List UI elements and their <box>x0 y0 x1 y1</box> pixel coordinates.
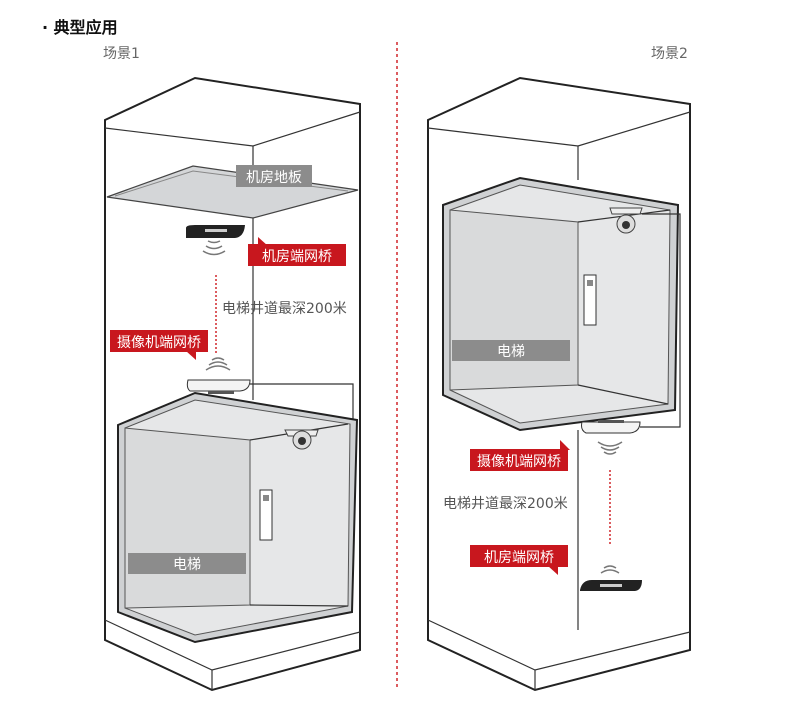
room-bridge-label-2: 机房端网桥 <box>484 550 554 566</box>
room-bridge-device-1 <box>186 225 245 238</box>
camera-bridge-label-1: 摄像机端网桥 <box>117 335 201 351</box>
wireless-icon <box>597 441 623 455</box>
floor-label-bg <box>236 165 312 187</box>
depth-label-2: 电梯井道最深200米 <box>443 496 568 512</box>
camera-bridge-device-2 <box>581 420 641 434</box>
camera-bridge-device-1 <box>186 379 251 394</box>
camera-bridge-callout-2: 摄像机端网桥 <box>470 440 570 471</box>
scene2-shaft <box>427 76 691 692</box>
wireless-icon <box>205 357 231 371</box>
section-heading: · 典型应用 <box>42 18 118 37</box>
car-label-2: 电梯 <box>497 344 525 360</box>
wireless-icon <box>202 240 226 256</box>
wireless-icon <box>600 565 620 574</box>
car-label-1: 电梯 <box>173 557 201 573</box>
cable-2 <box>640 213 681 428</box>
room-bridge-callout-2: 机房端网桥 <box>470 545 568 575</box>
depth-label-1: 电梯井道最深200米 <box>222 301 347 317</box>
elevator-car-1 <box>117 391 359 644</box>
camera-bridge-label-2: 摄像机端网桥 <box>477 454 561 470</box>
floor-label: 机房地板 <box>246 170 302 186</box>
camera-icon-1 <box>284 429 319 450</box>
room-bridge-callout-1: 机房端网桥 <box>248 237 346 266</box>
scene2-title: 场景2 <box>651 46 688 62</box>
car-label-bg-2 <box>452 340 570 361</box>
scene1-title: 场景1 <box>103 46 140 62</box>
room-bridge-label-1: 机房端网桥 <box>262 249 332 265</box>
car-label-bg-1 <box>128 553 246 574</box>
room-bridge-device-2 <box>580 580 642 591</box>
elevator-car-2 <box>442 176 680 432</box>
machine-room-floor <box>106 165 359 219</box>
camera-icon-2 <box>609 207 643 234</box>
camera-bridge-callout-1: 摄像机端网桥 <box>110 330 208 360</box>
